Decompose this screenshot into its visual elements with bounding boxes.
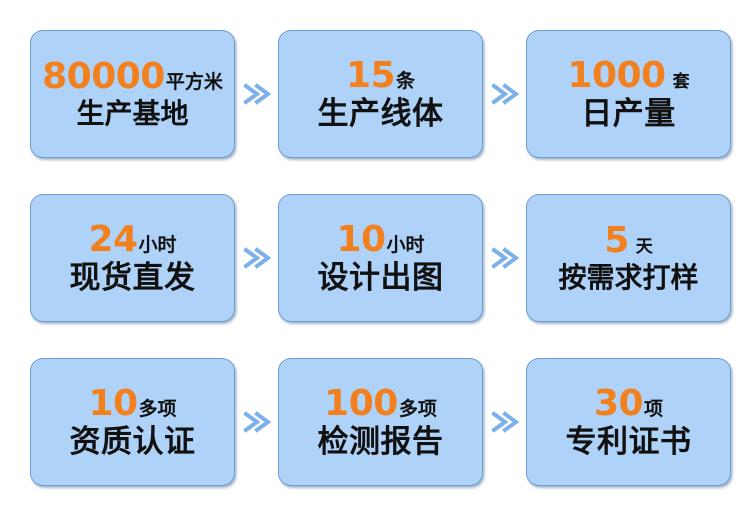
stat-card-headline: 15 条 (345, 54, 416, 96)
stat-metric: 10 (88, 382, 138, 424)
stat-unit: 小时 (138, 233, 177, 256)
double-chevron-right-icon (235, 79, 278, 109)
stats-row: 10 多项 资质认证 100 多项 检测报告 (30, 358, 731, 486)
stat-card: 30 项 专利证书 (526, 358, 731, 486)
stat-unit: 项 (644, 397, 664, 420)
stat-label: 生产线体 (317, 95, 444, 132)
stat-label: 检测报告 (317, 423, 444, 460)
stat-card: 24 小时 现货直发 (30, 194, 235, 322)
stat-card: 15 条 生产线体 (278, 30, 483, 158)
stat-card-headline: 10 多项 (88, 382, 177, 424)
stat-label: 生产基地 (76, 97, 189, 131)
stat-unit: 套 (672, 71, 690, 92)
stat-label: 按需求打样 (558, 261, 699, 295)
stat-metric: 15 (345, 54, 396, 96)
double-chevron-right-icon (235, 407, 278, 437)
stat-metric: 80000 (42, 56, 165, 98)
stat-metric: 10 (336, 218, 386, 260)
stat-unit: 多项 (138, 397, 177, 420)
stat-card: 10 多项 资质认证 (30, 358, 235, 486)
double-chevron-right-icon (483, 79, 526, 109)
stat-label: 现货直发 (69, 259, 196, 296)
stat-card-headline: 30 项 (593, 382, 664, 424)
stat-metric: 100 (324, 382, 398, 424)
stat-unit: 天 (635, 237, 653, 258)
stats-row: 80000 平方米 生产基地 15 条 生产线体 (30, 30, 731, 158)
stat-card-headline: 24 小时 (88, 218, 177, 260)
stat-label: 专利证书 (565, 423, 692, 460)
stat-unit: 多项 (398, 397, 437, 420)
stat-unit: 平方米 (165, 71, 223, 94)
stats-row: 24 小时 现货直发 10 小时 设计出图 (30, 194, 731, 322)
double-chevron-right-icon (483, 243, 526, 273)
stat-metric: 24 (88, 218, 138, 260)
stat-card-headline: 10 小时 (336, 218, 425, 260)
stat-label: 日产量 (581, 95, 676, 132)
double-chevron-right-icon (235, 243, 278, 273)
stat-card: 10 小时 设计出图 (278, 194, 483, 322)
stat-card: 100 多项 检测报告 (278, 358, 483, 486)
stat-metric: 1000 (567, 54, 666, 96)
stat-metric: 5 (604, 220, 629, 262)
stat-metric: 30 (593, 382, 644, 424)
stat-card-headline: 5 天 (604, 223, 653, 259)
stat-label: 设计出图 (317, 259, 444, 296)
stat-unit: 条 (396, 69, 416, 92)
double-chevron-right-icon (483, 407, 526, 437)
stat-card-headline: 80000 平方米 (42, 59, 223, 95)
stat-card: 80000 平方米 生产基地 (30, 30, 235, 158)
stat-card-headline: 100 多项 (324, 382, 437, 424)
stat-card-headline: 1000 套 (567, 54, 690, 96)
stat-card: 1000 套 日产量 (526, 30, 731, 158)
stat-label: 资质认证 (69, 423, 196, 460)
stat-card: 5 天 按需求打样 (526, 194, 731, 322)
stat-unit: 小时 (386, 233, 425, 256)
